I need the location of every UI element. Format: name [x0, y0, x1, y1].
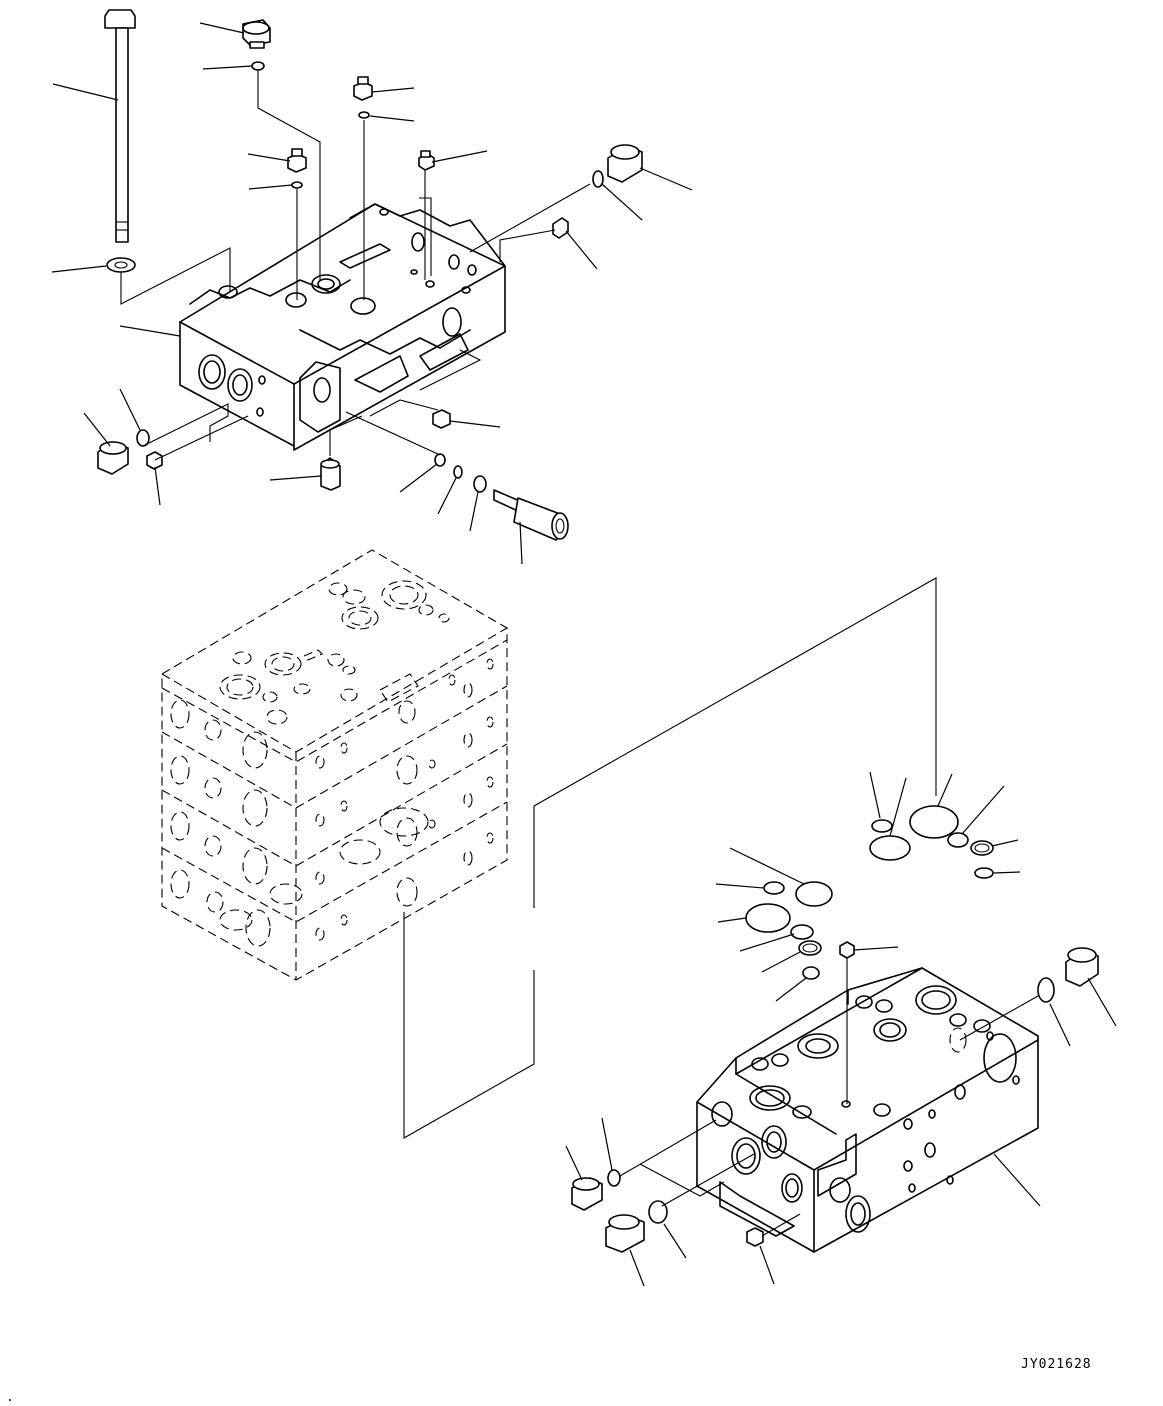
valve-section-stack-phantom [161, 549, 508, 981]
corner-dot [9, 1399, 11, 1401]
assembly-guides-top [120, 70, 591, 461]
plug-front-1 [571, 1177, 603, 1211]
plug-hex-small [146, 451, 163, 470]
plug-bottom [320, 457, 341, 491]
o-ring [251, 61, 265, 71]
plug-small-2 [287, 148, 307, 173]
plug-small-3 [418, 150, 435, 171]
washer [106, 257, 136, 273]
o-ring [648, 1200, 668, 1224]
o-ring [473, 475, 487, 493]
plug-lower-left [97, 441, 129, 475]
plug-right-lower [1065, 947, 1099, 987]
o-ring [592, 170, 604, 188]
top-end-cover-assembly [51, 9, 693, 565]
end-cover-body [179, 203, 506, 451]
o-ring [291, 181, 303, 189]
leader-lines-top [51, 22, 693, 565]
o-ring [358, 111, 370, 119]
plug-top [242, 19, 271, 49]
inlet-body [696, 967, 1039, 1253]
plug-front-2 [605, 1214, 645, 1253]
o-ring [434, 453, 446, 467]
o-ring [607, 1169, 621, 1187]
plug-small-4 [432, 409, 451, 429]
leader-lines-bottom [565, 771, 1117, 1287]
assembly-connection-lines [403, 577, 937, 1139]
assembly-guides-bottom [619, 958, 1039, 1237]
o-ring-cluster [745, 805, 994, 980]
plug-hex-lower [746, 1227, 764, 1247]
tie-bolt [104, 9, 136, 243]
o-ring [453, 465, 463, 479]
plug-small-5 [839, 941, 855, 959]
inlet-section-assembly [565, 771, 1117, 1287]
plug-right [607, 144, 643, 183]
valve-spool [493, 489, 569, 541]
o-ring [1037, 977, 1055, 1003]
plug-side [552, 217, 569, 239]
drawing-reference-code: JY021628 [1021, 1357, 1092, 1372]
plug-small-1 [353, 76, 373, 101]
